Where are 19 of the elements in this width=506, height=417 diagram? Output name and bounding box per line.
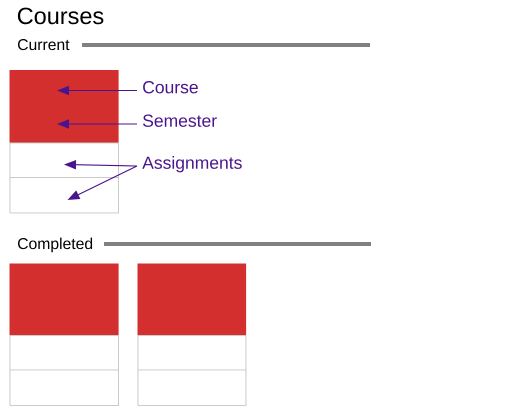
- card-header: [138, 264, 246, 336]
- callout-label: Semester: [143, 114, 217, 127]
- callout-label: Course: [143, 81, 198, 94]
- card-row: [138, 370, 246, 406]
- leader-arrow: [57, 86, 137, 96]
- card-row: [10, 335, 119, 370]
- card-row: [10, 177, 119, 214]
- section-heading: Completed: [18, 238, 92, 252]
- leader-arrow: [57, 119, 137, 129]
- callout-label: Assignments: [142, 156, 242, 172]
- section-heading: Current: [18, 39, 70, 50]
- title: Courses: [18, 8, 104, 24]
- card-header: [10, 70, 119, 144]
- card-row: [10, 370, 119, 406]
- card-header: [10, 264, 119, 336]
- card-row: [138, 335, 246, 370]
- card-row: [10, 142, 119, 178]
- leader-arrow: [64, 160, 138, 170]
- leader-arrow: [68, 166, 138, 200]
